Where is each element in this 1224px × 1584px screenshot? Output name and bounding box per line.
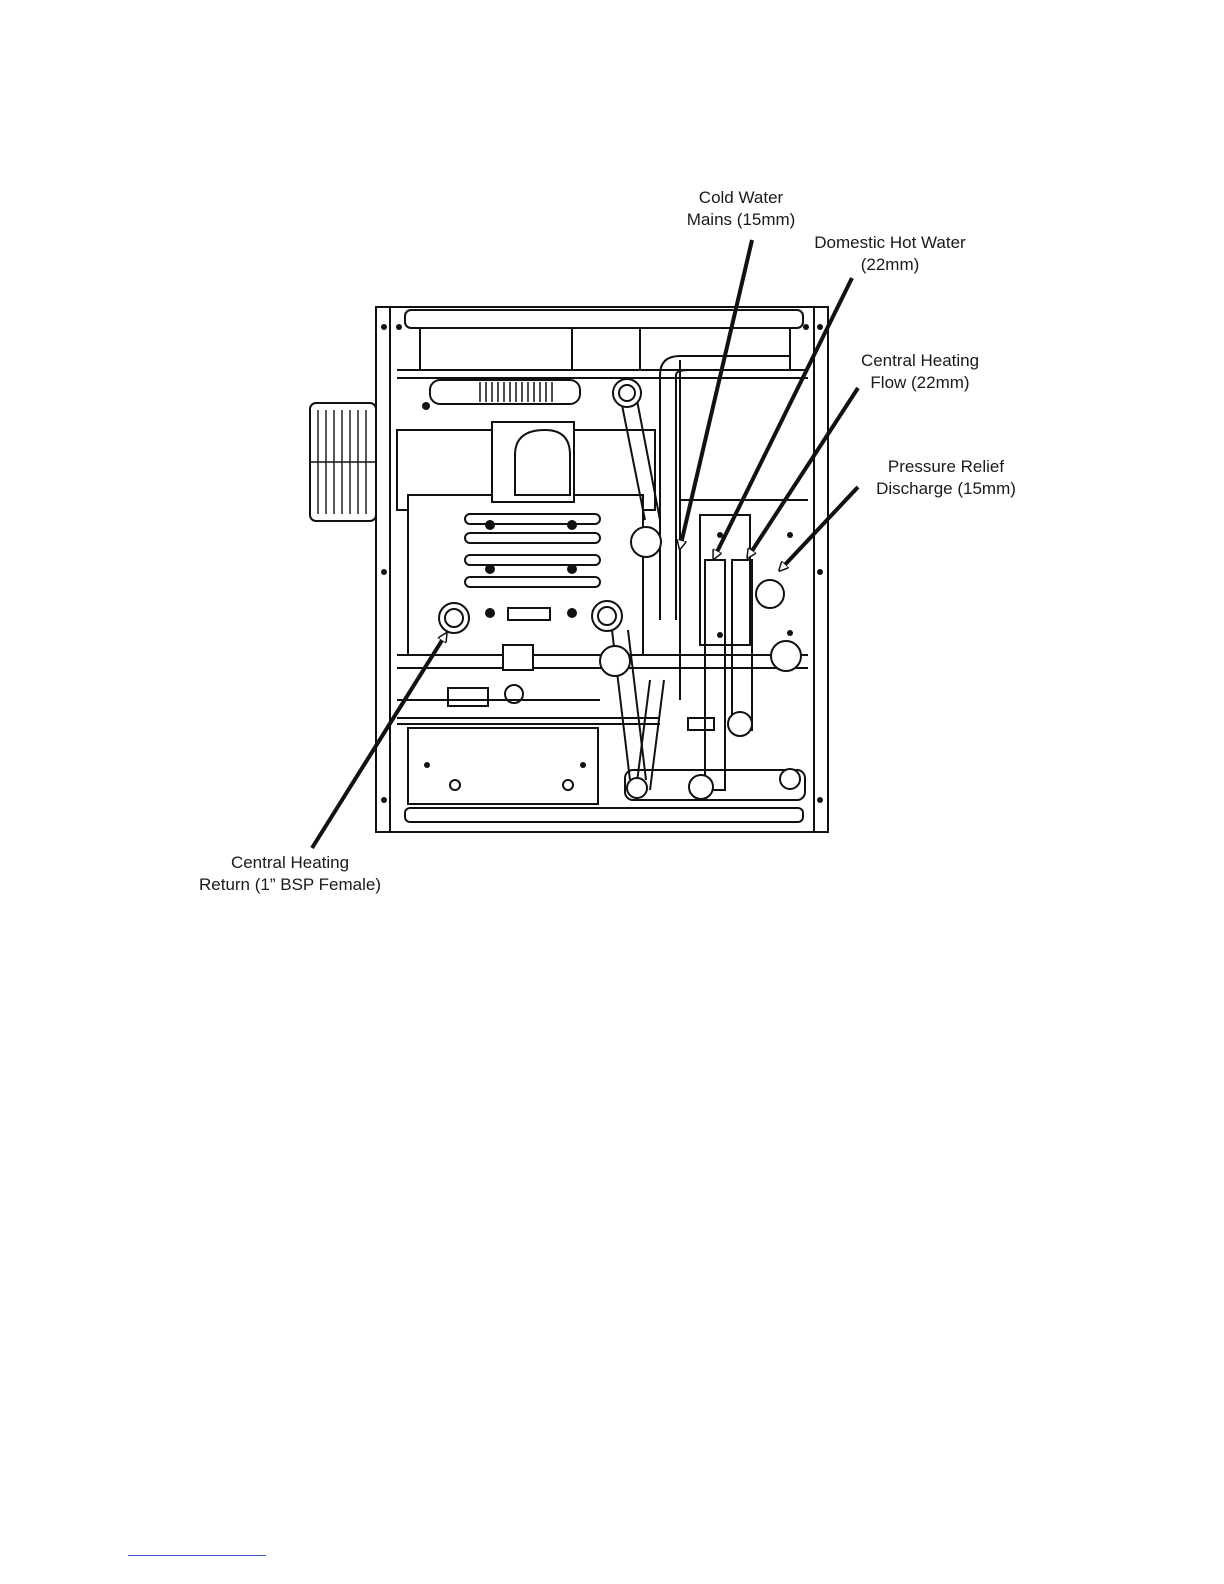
central-heating-return-label: Central Heating Return (1” BSP Female) [180,852,400,896]
fan-unit [310,403,376,521]
central-heating-return-label-line-2: Return (1” BSP Female) [180,874,400,896]
pressure-relief-label-line-2: Discharge (15mm) [862,478,1030,500]
central-heating-flow-label-line-1: Central Heating [848,350,992,372]
pressure-relief-label: Pressure Relief Discharge (15mm) [862,456,1030,500]
domestic-hot-water-label-line-1: Domestic Hot Water [796,232,984,254]
cold-water-label: Cold Water Mains (15mm) [673,187,809,231]
central-heating-return-label-line-1: Central Heating [180,852,400,874]
central-heating-flow-label-line-2: Flow (22mm) [848,372,992,394]
footnote-rule [128,1555,266,1556]
domestic-hot-water-label: Domestic Hot Water (22mm) [796,232,984,276]
ch-flow-leader-arrow [748,388,858,557]
domestic-hot-water-label-line-2: (22mm) [796,254,984,276]
cold-water-label-line-1: Cold Water [673,187,809,209]
cold-water-label-line-2: Mains (15mm) [673,209,809,231]
pressure-relief-label-line-1: Pressure Relief [862,456,1030,478]
central-heating-flow-label: Central Heating Flow (22mm) [848,350,992,394]
